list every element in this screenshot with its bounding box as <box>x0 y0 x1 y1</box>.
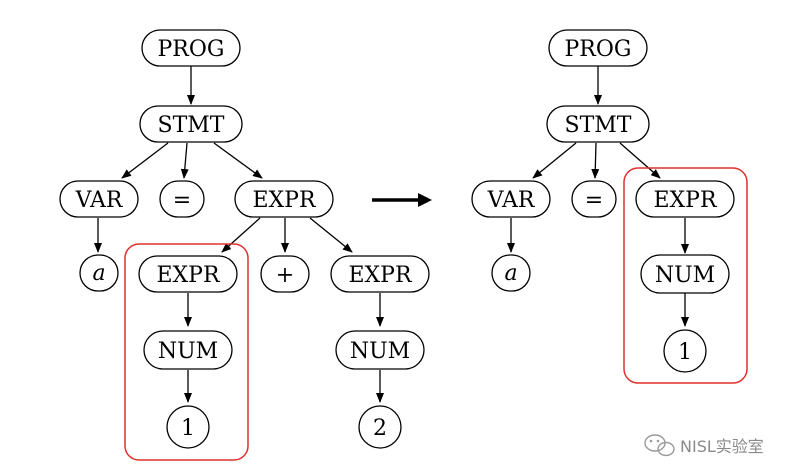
edge-stmt-expr <box>213 142 263 179</box>
node-literal-right: 2 <box>358 405 402 449</box>
r-node-eq: = <box>571 180 617 218</box>
r-node-var: VAR <box>471 180 551 218</box>
node-subexpr-right-label: EXPR <box>348 263 413 288</box>
node-num-right: NUM <box>335 330 425 370</box>
node-eq-label: = <box>173 188 191 213</box>
left-highlight-box <box>124 243 249 461</box>
node-literal-left: 1 <box>166 405 210 449</box>
node-subexpr-right: EXPR <box>330 255 430 293</box>
node-prog-label: PROG <box>158 37 225 62</box>
r-node-literal-label: 1 <box>678 340 692 365</box>
r-node-num: NUM <box>640 254 730 294</box>
edge-r-stmt-expr <box>619 142 661 179</box>
node-num-right-label: NUM <box>350 339 410 364</box>
edge-stmt-eq <box>180 142 189 179</box>
right-parse-tree: PROG STMT VAR = EXPR a NUM 1 <box>471 29 748 384</box>
r-node-stmt-label: STMT <box>565 113 632 138</box>
r-node-var-value-label: a <box>504 261 517 286</box>
edge-r-stmt-eq <box>591 142 600 179</box>
node-num-left: NUM <box>143 330 233 370</box>
node-literal-left-label: 1 <box>181 416 195 441</box>
edge-r-stmt-var <box>532 142 577 179</box>
node-literal-right-label: 2 <box>373 416 387 441</box>
left-parse-tree: PROG STMT VAR = EXPR a EXPR + <box>59 29 430 461</box>
node-plus: + <box>260 255 310 293</box>
node-var: VAR <box>59 180 139 218</box>
node-var-value: a <box>79 254 119 292</box>
r-node-num-label: NUM <box>655 263 715 288</box>
node-var-label: VAR <box>75 188 124 213</box>
r-node-expr: EXPR <box>635 180 735 218</box>
edge-expr-subexpr-right <box>309 217 353 253</box>
r-node-prog-label: PROG <box>565 37 632 62</box>
r-node-stmt: STMT <box>546 105 650 143</box>
edge-stmt-var <box>121 142 169 179</box>
r-node-expr-label: EXPR <box>653 188 718 213</box>
node-num-left-label: NUM <box>158 339 218 364</box>
node-subexpr-left: EXPR <box>138 255 238 293</box>
node-stmt-label: STMT <box>158 113 225 138</box>
watermark-label: NISL实验室 <box>680 437 764 456</box>
r-node-eq-label: = <box>585 188 603 213</box>
watermark: NISL实验室 <box>644 434 764 457</box>
node-plus-label: + <box>276 263 294 288</box>
node-expr: EXPR <box>234 180 334 218</box>
r-node-literal: 1 <box>663 329 707 373</box>
node-prog: PROG <box>141 29 241 67</box>
r-node-prog: PROG <box>548 29 648 67</box>
node-expr-label: EXPR <box>252 188 317 213</box>
edge-expr-subexpr-left <box>221 217 261 253</box>
node-stmt: STMT <box>139 105 243 143</box>
node-var-value-label: a <box>92 261 105 286</box>
node-subexpr-left-label: EXPR <box>156 263 221 288</box>
r-node-var-label: VAR <box>487 188 536 213</box>
right-highlight-box <box>623 167 748 384</box>
wechat-icon <box>644 434 675 457</box>
r-node-var-value: a <box>491 254 531 292</box>
node-eq: = <box>159 180 205 218</box>
